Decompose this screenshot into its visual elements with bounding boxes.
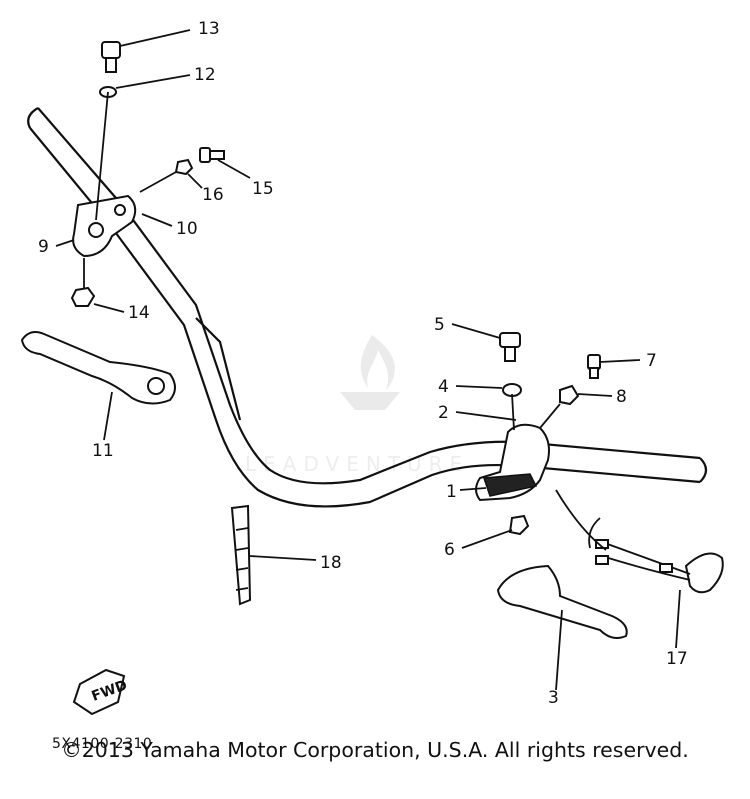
bolt-7 (587, 354, 601, 379)
nut-6 (508, 514, 530, 536)
callout-11: 11 (92, 441, 114, 461)
left-lever (20, 331, 176, 405)
callout-15: 15 (252, 179, 274, 199)
callout-18: 18 (320, 553, 342, 573)
callout-10: 10 (176, 219, 198, 239)
handlebar (27, 107, 708, 508)
nut-16 (174, 158, 194, 176)
watermark-logo (340, 335, 400, 410)
right-lever (496, 564, 628, 639)
callout-5: 5 (434, 315, 445, 335)
callout-numbers: 1 2 3 4 5 6 7 8 9 10 11 12 13 14 15 16 1… (38, 19, 688, 708)
nut-8 (559, 384, 580, 406)
bolt-13 (101, 41, 121, 73)
callout-8: 8 (616, 387, 627, 407)
watermark-text: LEADVENTURE (245, 452, 470, 476)
left-lever-holder (72, 194, 137, 258)
callout-1: 1 (446, 482, 457, 502)
callout-17: 17 (666, 649, 688, 669)
nut-14 (70, 286, 96, 307)
leader-lines (55, 29, 681, 691)
callout-2: 2 (438, 403, 449, 423)
callout-13: 13 (198, 19, 220, 39)
callout-16: 16 (202, 185, 224, 205)
callout-3: 3 (548, 688, 559, 708)
copyright-notice: ©2013 Yamaha Motor Corporation, U.S.A. A… (61, 738, 689, 762)
right-lever-holder (475, 423, 550, 502)
callout-7: 7 (646, 351, 657, 371)
bolt-15 (199, 147, 225, 163)
diagram-code: 5X4100-2310 (52, 736, 152, 752)
callout-6: 6 (444, 540, 455, 560)
callout-9: 9 (38, 237, 49, 257)
callout-14: 14 (128, 303, 150, 323)
callout-4: 4 (438, 377, 449, 397)
handlebar-switch (555, 489, 724, 594)
cable-band (230, 504, 252, 606)
bolt-5 (499, 332, 521, 362)
callout-12: 12 (194, 65, 216, 85)
fwd-arrow-icon: FWD (72, 668, 129, 716)
